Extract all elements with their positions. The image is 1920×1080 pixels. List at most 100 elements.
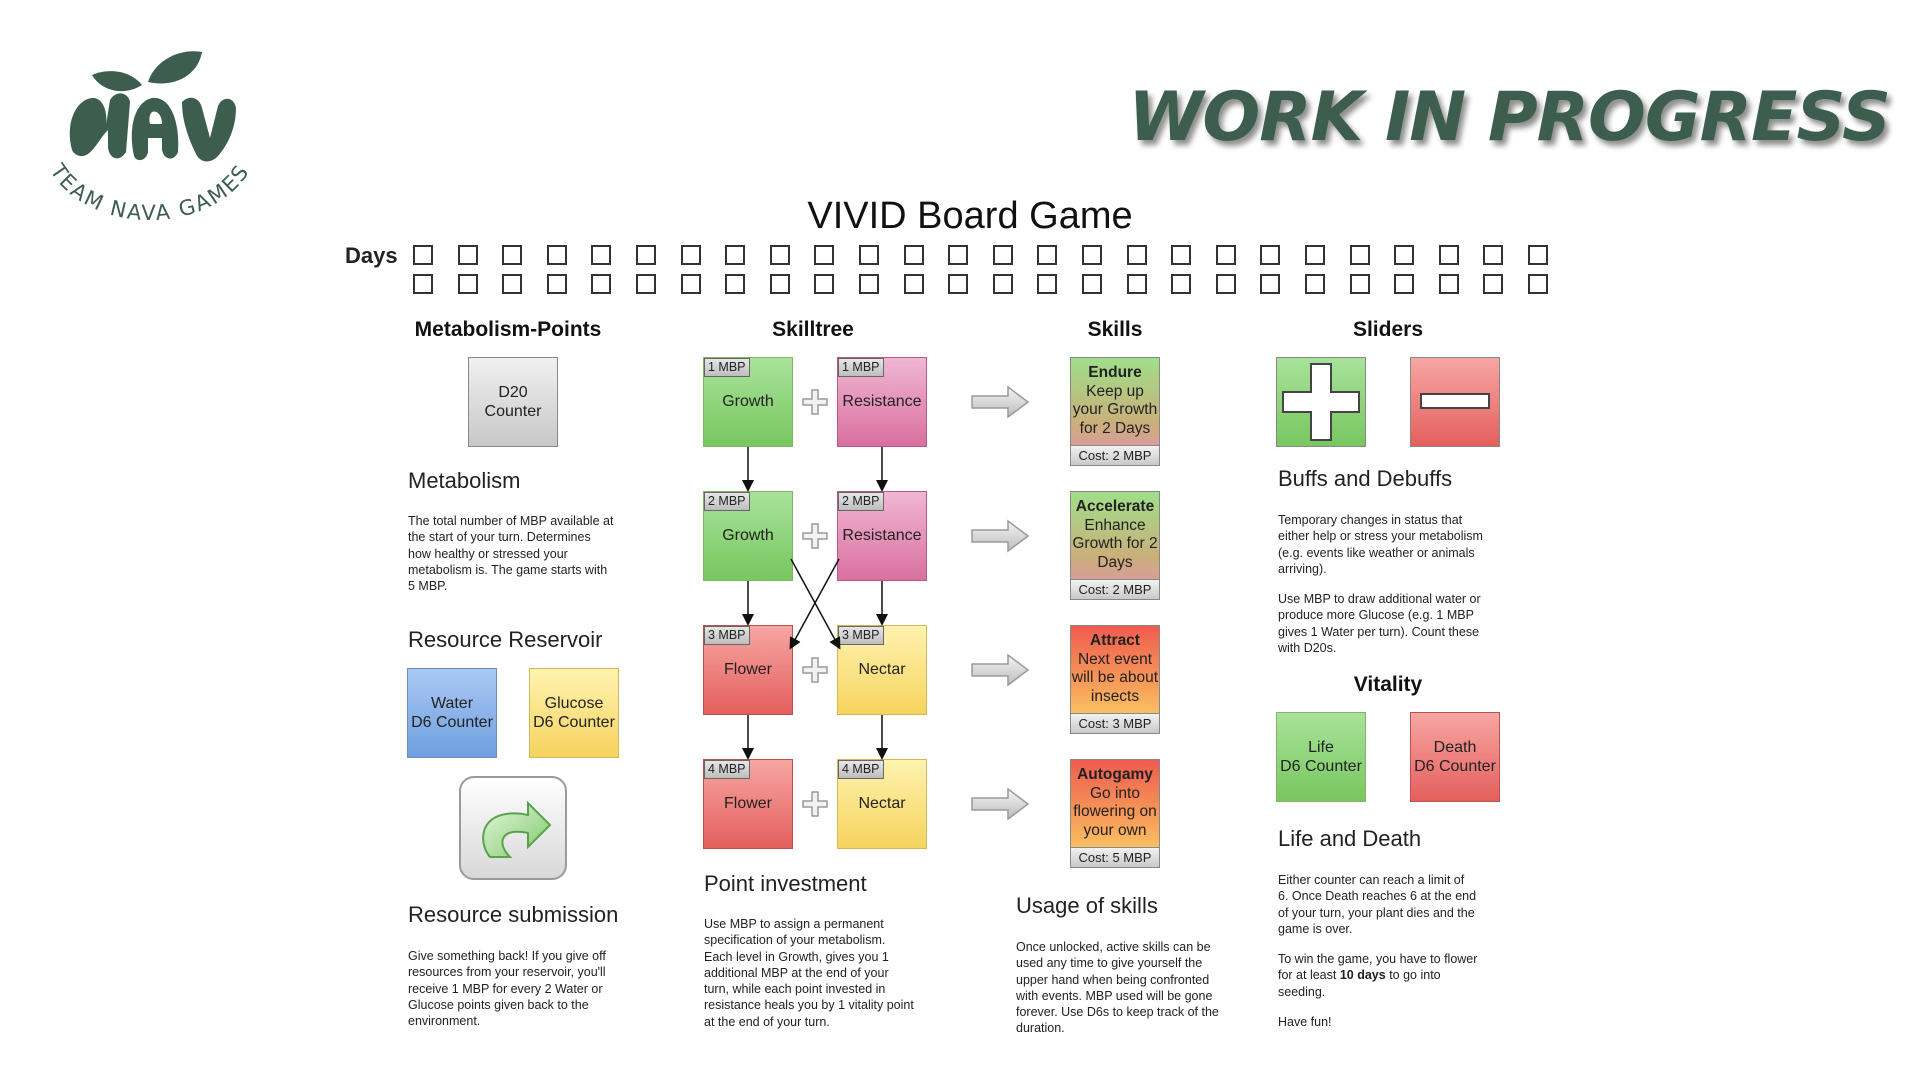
day-checkbox[interactable] [680, 274, 701, 294]
day-checkbox[interactable] [1082, 274, 1102, 294]
plus-icon [802, 791, 828, 817]
day-checkbox[interactable] [1126, 274, 1147, 294]
skilltree-node-growth-2[interactable]: 2 MBP Growth [703, 491, 793, 581]
day-checkbox[interactable] [1394, 245, 1415, 265]
day-checkbox[interactable] [1037, 274, 1058, 294]
mbp-cost-tag: 2 MBP [838, 492, 884, 511]
day-checkbox[interactable] [1082, 245, 1102, 265]
day-checkbox[interactable] [1037, 245, 1058, 265]
day-checkbox[interactable] [1215, 245, 1236, 265]
right-arrow-icon [971, 519, 1030, 553]
day-checkbox[interactable] [725, 245, 746, 265]
day-checkbox[interactable] [413, 274, 433, 294]
day-checkbox[interactable] [636, 274, 656, 294]
day-checkbox[interactable] [1483, 245, 1504, 265]
day-checkbox[interactable] [1260, 245, 1281, 265]
skill-cost: Cost: 5 MBP [1071, 847, 1159, 867]
day-checkbox[interactable] [769, 274, 790, 294]
day-checkbox[interactable] [1438, 245, 1459, 265]
day-checkbox[interactable] [1305, 274, 1325, 294]
day-checkbox[interactable] [591, 245, 612, 265]
plus-icon [802, 389, 828, 415]
skilltree-heading: Skilltree [772, 318, 854, 341]
skill-name: Autogamy [1077, 766, 1153, 783]
day-checkbox[interactable] [859, 274, 879, 294]
day-checkbox[interactable] [1528, 245, 1548, 265]
skills-heading: Skills [1087, 318, 1143, 341]
resource-submission-return-icon[interactable] [458, 775, 568, 881]
buffs-debuffs-description: Temporary changes in status that either … [1278, 513, 1483, 655]
plus-icon [802, 657, 828, 683]
connector-cross [789, 558, 840, 650]
buff-slider-plus[interactable] [1276, 357, 1366, 447]
day-checkbox[interactable] [1349, 245, 1370, 265]
day-checkbox[interactable] [992, 274, 1013, 294]
day-checkbox[interactable] [457, 245, 478, 265]
skilltree-node-label: Nectar [858, 661, 906, 679]
skill-effect: Enhance Growth for 2 Days [1072, 516, 1158, 571]
day-checkbox[interactable] [1260, 274, 1281, 294]
day-checkbox[interactable] [1483, 274, 1504, 294]
skilltree-node-label: Flower [723, 795, 772, 813]
day-checkbox[interactable] [1349, 274, 1370, 294]
day-checkbox[interactable] [502, 274, 523, 294]
day-checkbox[interactable] [903, 274, 924, 294]
plus-icon [802, 523, 828, 549]
day-checkbox[interactable] [948, 274, 969, 294]
day-checkbox[interactable] [457, 274, 478, 294]
skill-cost: Cost: 2 MBP [1071, 445, 1159, 465]
day-checkbox[interactable] [546, 274, 567, 294]
day-checkbox[interactable] [1215, 274, 1236, 294]
day-checkbox[interactable] [1171, 274, 1192, 294]
day-checkbox[interactable] [591, 274, 612, 294]
point-investment-heading: Point investment [704, 871, 867, 896]
debuff-slider-minus[interactable] [1410, 357, 1500, 447]
day-checkbox[interactable] [859, 245, 879, 265]
skilltree-node-label: Resistance [842, 393, 922, 411]
days-label: Days [345, 243, 398, 268]
day-checkbox[interactable] [413, 245, 433, 265]
right-arrow-icon [971, 787, 1030, 821]
resource-submission-description: Give something back! If you give off res… [408, 949, 606, 1028]
day-checkbox[interactable] [814, 245, 835, 265]
skilltree-node-label: Growth [722, 527, 774, 545]
day-checkbox[interactable] [992, 245, 1013, 265]
day-checkbox[interactable] [1528, 274, 1548, 294]
day-checkbox[interactable] [1394, 274, 1415, 294]
usage-of-skills-heading: Usage of skills [1016, 893, 1158, 918]
skill-cost: Cost: 3 MBP [1071, 713, 1159, 733]
board-game-title: VIVID Board Game [807, 195, 1133, 237]
day-checkbox[interactable] [1305, 245, 1325, 265]
day-checkbox[interactable] [1438, 274, 1459, 294]
day-checkbox[interactable] [903, 245, 924, 265]
day-checkbox[interactable] [502, 245, 523, 265]
day-checkbox[interactable] [636, 245, 656, 265]
skill-name: Attract [1090, 632, 1140, 649]
day-checkbox[interactable] [725, 274, 746, 294]
day-checkbox[interactable] [546, 245, 567, 265]
mbp-cost-tag: 2 MBP [704, 492, 750, 511]
day-checkbox[interactable] [814, 274, 835, 294]
day-checkbox[interactable] [1171, 245, 1192, 265]
day-checkbox[interactable] [948, 245, 969, 265]
day-checkbox[interactable] [680, 245, 701, 265]
day-checkbox[interactable] [769, 245, 790, 265]
day-checkbox[interactable] [1126, 245, 1147, 265]
